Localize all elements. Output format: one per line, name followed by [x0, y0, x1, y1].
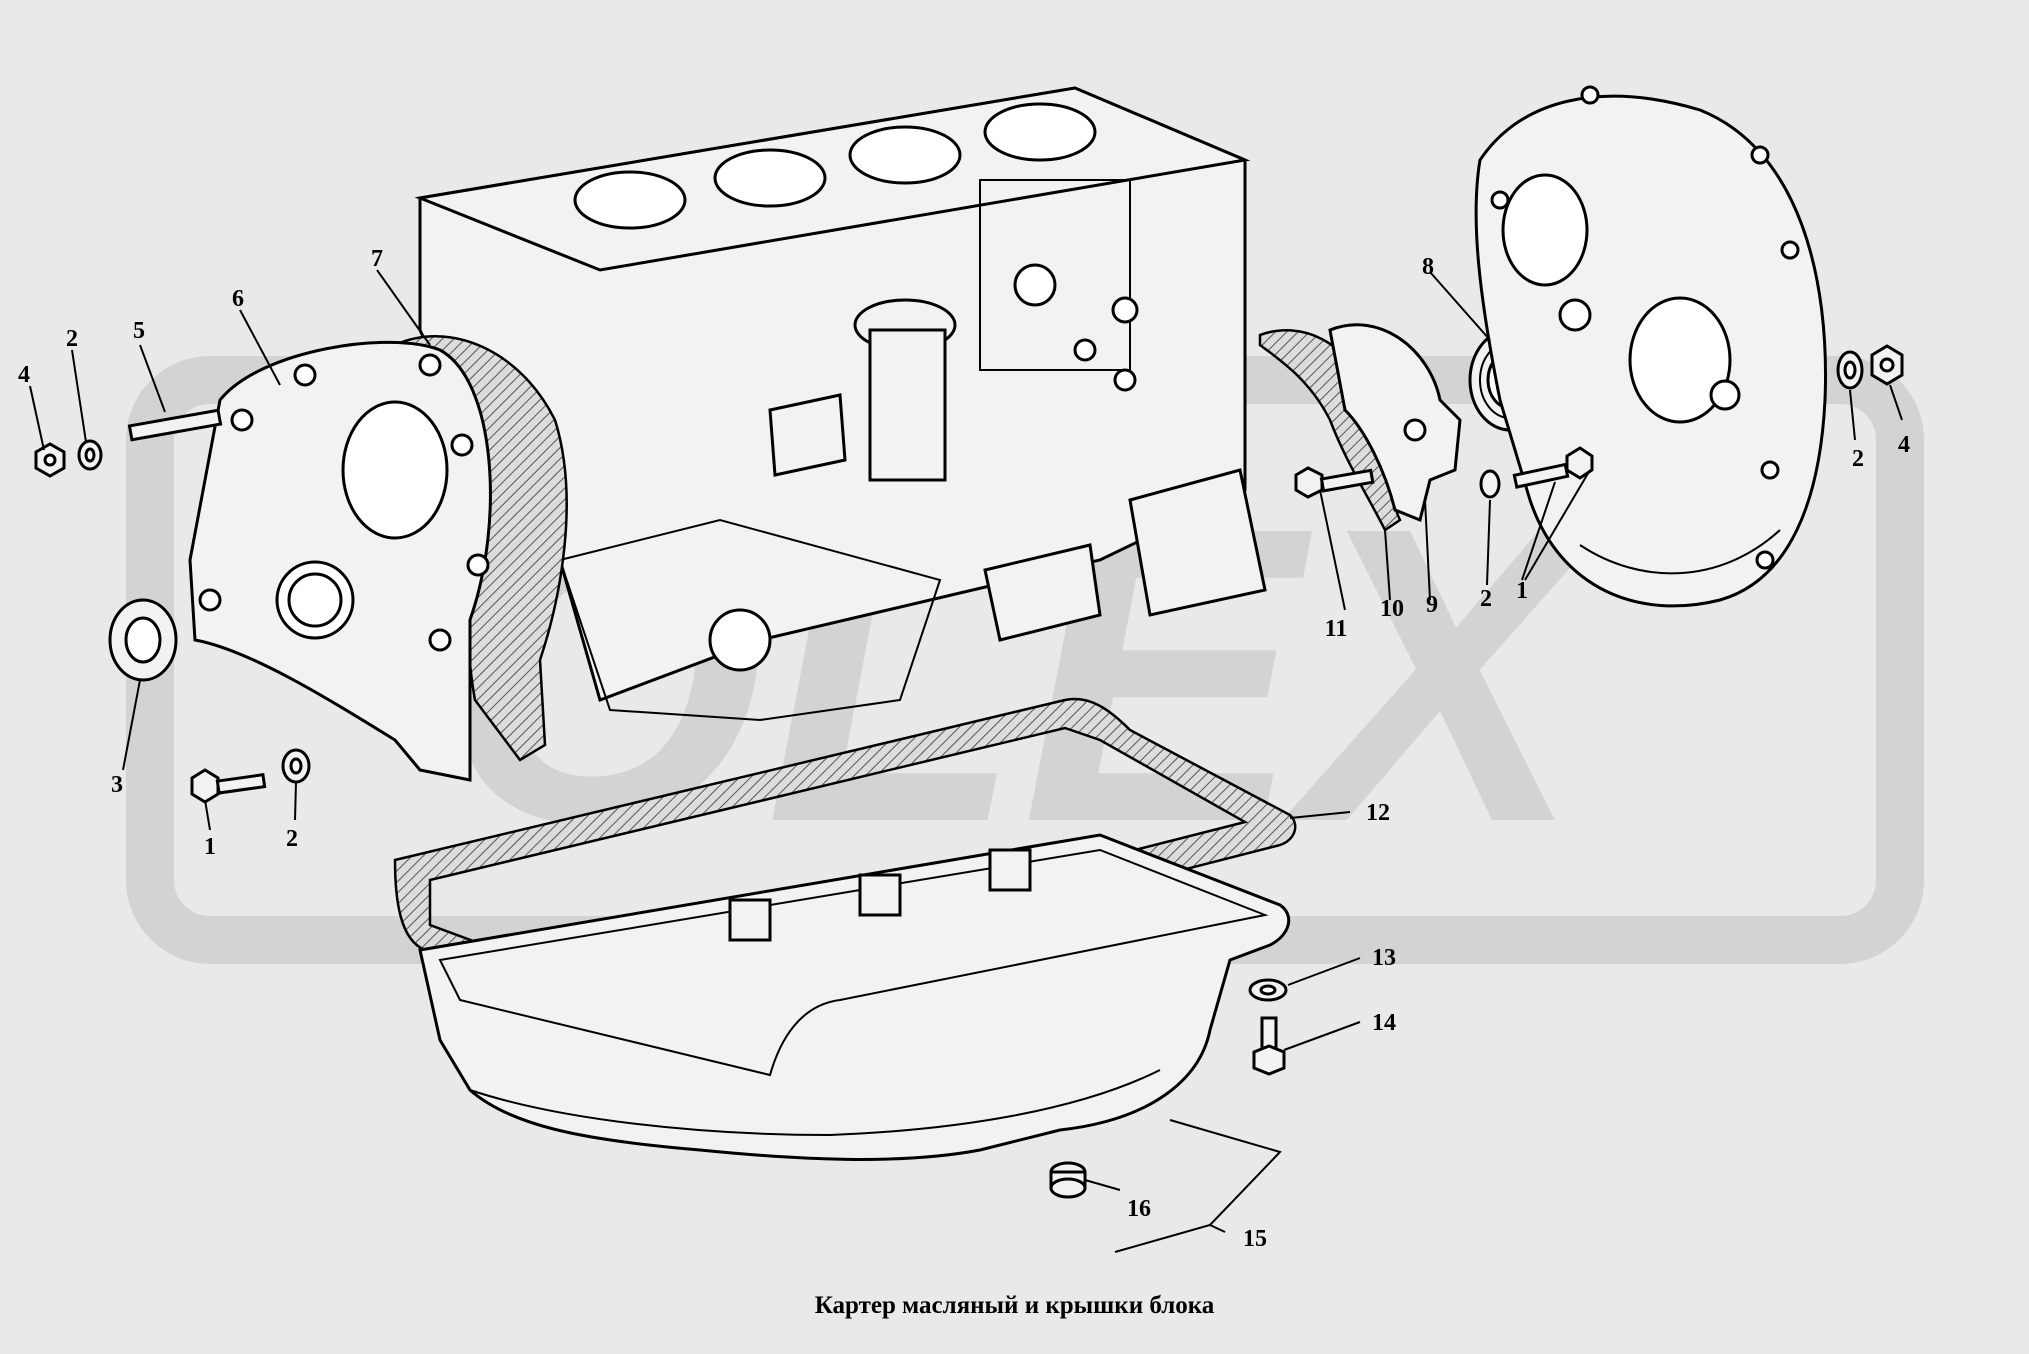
leader-lines [29, 269, 1903, 1253]
callout-2-right-b: 2 [1852, 446, 1864, 472]
callout-1-right: 1 [1516, 578, 1528, 604]
right-fasteners [1294, 344, 1904, 499]
callout-7: 7 [371, 246, 383, 272]
callout-2-left-a: 2 [66, 326, 78, 352]
callout-9: 9 [1426, 592, 1438, 618]
front-cover [188, 340, 492, 782]
callout-4-left: 4 [18, 362, 30, 388]
callout-3: 3 [111, 772, 123, 798]
oil-pan [418, 833, 1291, 1161]
callout-11: 11 [1325, 616, 1348, 642]
callout-6: 6 [232, 286, 244, 312]
callout-15: 15 [1243, 1226, 1267, 1252]
callout-1-left: 1 [204, 834, 216, 860]
callout-16: 16 [1127, 1196, 1151, 1222]
callout-4-right: 4 [1898, 432, 1910, 458]
callout-2-left-b: 2 [286, 826, 298, 852]
callout-labels: 4 2 5 6 7 3 1 2 8 11 10 9 2 1 2 4 12 13 … [18, 246, 1910, 1252]
callout-12: 12 [1366, 800, 1390, 826]
left-fasteners [34, 408, 311, 804]
callout-14: 14 [1372, 1010, 1396, 1036]
callout-5: 5 [133, 318, 145, 344]
diagram-caption: Картер масляный и крышки блока [814, 1292, 1215, 1319]
drain-plug-parts [1049, 978, 1288, 1199]
callout-8: 8 [1422, 254, 1434, 280]
callout-10: 10 [1380, 596, 1404, 622]
oil-seal [108, 598, 178, 682]
callout-13: 13 [1372, 945, 1396, 971]
engine-block [414, 86, 1267, 722]
rear-seal-holder [1328, 323, 1462, 523]
callout-2-right-a: 2 [1480, 586, 1492, 612]
